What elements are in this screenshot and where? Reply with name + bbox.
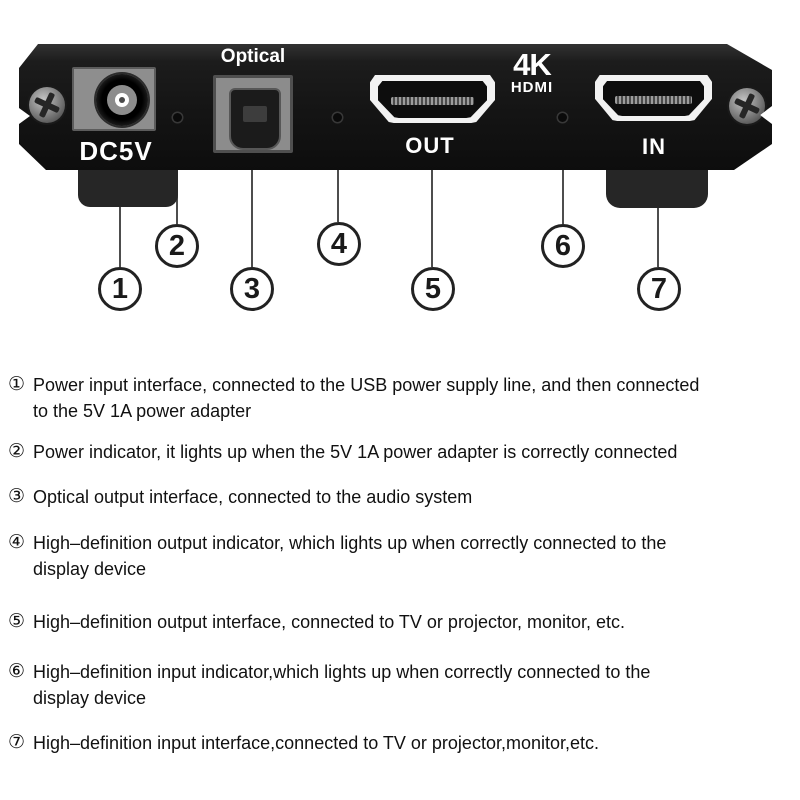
4k-logo-text: 4K	[513, 47, 552, 82]
legend-text-7: High–definition input interface,connecte…	[33, 730, 789, 756]
callout-line-6	[562, 120, 564, 224]
callout-line-5	[431, 118, 433, 267]
legend-text-7-line1: High–definition input interface,connecte…	[33, 733, 599, 753]
callout-circle-3: 3	[230, 267, 274, 311]
legend-marker-4: ④	[8, 532, 26, 553]
optical-label: Optical	[220, 46, 286, 67]
legend-item-7: ⑦ High–definition input interface,connect…	[8, 730, 796, 756]
legend-marker-7: ⑦	[8, 732, 26, 753]
dc-power-jack	[96, 74, 148, 126]
legend-text-4: High–definition output indicator, which …	[33, 530, 789, 582]
legend-text-5: High–definition output interface, connec…	[33, 609, 789, 635]
legend-item-1: ① Power input interface, connected to the…	[8, 372, 796, 424]
callout-line-4	[337, 120, 339, 222]
dc5v-label: DC5V	[79, 136, 153, 166]
hdmi-logo-text: HDMI	[510, 79, 554, 96]
legend-marker-5: ⑤	[8, 611, 26, 632]
input-indicator-hole	[558, 113, 567, 122]
phillips-cross-icon	[723, 82, 771, 130]
dc-jack-ring	[107, 85, 137, 115]
legend-item-6: ⑥ High–definition input indicator,which l…	[8, 659, 796, 711]
in-label: IN	[642, 134, 666, 159]
legend-text-5-line1: High–definition output interface, connec…	[33, 612, 626, 632]
output-indicator-hole	[333, 113, 342, 122]
legend-text-1: Power input interface, connected to the …	[33, 372, 789, 424]
dc-jack-pin-hole	[119, 97, 125, 103]
optical-port-inner	[229, 88, 281, 150]
legend-item-4: ④ High–definition output indicator, which…	[8, 530, 796, 582]
callout-circle-4: 4	[317, 222, 361, 266]
legend-text-4-line1: High–definition output indicator, which …	[33, 533, 667, 553]
legend-text-6: High–definition input indicator,which li…	[33, 659, 789, 711]
legend-text-1-line2: to the 5V 1A power adapter	[33, 401, 252, 421]
device-front-panel: DC5V Optical OUT 4K HDMI IN	[19, 44, 772, 170]
phillips-cross-icon	[23, 81, 71, 129]
hdmi-in-cavity	[603, 81, 704, 116]
dc-jack-pin	[115, 93, 129, 107]
out-label: OUT	[405, 133, 455, 158]
legend-text-6-line1: High–definition input indicator,which li…	[33, 662, 651, 682]
legend-marker-2: ②	[8, 441, 26, 462]
screw-icon-left	[29, 87, 65, 123]
legend-text-3: Optical output interface, connected to t…	[33, 484, 789, 510]
legend-text-4-line2: display device	[33, 559, 147, 579]
legend-item-5: ⑤ High–definition output interface, conne…	[8, 609, 796, 635]
callout-circle-6: 6	[541, 224, 585, 268]
hdmi-out-pins	[391, 97, 474, 106]
optical-port	[213, 75, 293, 153]
4k-hdmi-logo: 4K HDMI	[501, 47, 563, 96]
callout-circle-1: 1	[98, 267, 142, 311]
legend-text-3-line1: Optical output interface, connected to t…	[33, 487, 473, 507]
callout-line-3	[251, 150, 253, 267]
power-indicator-hole	[173, 113, 182, 122]
legend-item-2: ② Power indicator, it lights up when the …	[8, 439, 796, 465]
hdmi-out-port	[370, 75, 495, 123]
legend-text-2: Power indicator, it lights up when the 5…	[33, 439, 789, 465]
legend-marker-3: ③	[8, 486, 26, 507]
legend-marker-6: ⑥	[8, 661, 26, 682]
legend-marker-1: ①	[8, 374, 26, 395]
hdmi-in-pins	[615, 96, 692, 105]
callout-circle-5: 5	[411, 267, 455, 311]
legend-text-2-line1: Power indicator, it lights up when the 5…	[33, 442, 678, 462]
callout-circle-2: 2	[155, 224, 199, 268]
hdmi-in-port	[595, 75, 712, 121]
legend-text-6-line2: display device	[33, 688, 147, 708]
hdmi-out-cavity	[378, 81, 487, 118]
screw-icon-right	[729, 88, 765, 124]
callout-line-1	[119, 150, 121, 267]
callout-circle-7: 7	[637, 267, 681, 311]
legend-item-3: ③ Optical output interface, connected to …	[8, 484, 796, 510]
legend-text-1-line1: Power input interface, connected to the …	[33, 375, 700, 395]
